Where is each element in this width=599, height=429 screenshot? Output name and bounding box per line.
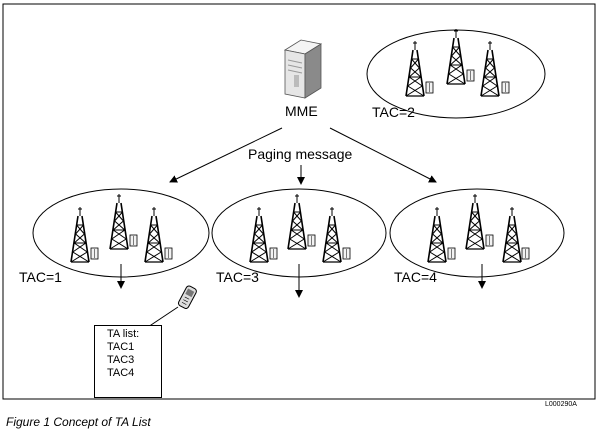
equipment-cabinet-icon: [269, 247, 278, 260]
tracking-area-tac2: [366, 28, 546, 119]
tac3-label: TAC=3: [216, 269, 259, 285]
figure-id: L000290A: [545, 401, 577, 408]
mobile-phone-icon: [177, 285, 197, 309]
tracking-area-tac4: [389, 188, 565, 289]
ta-list-item: TAC1: [107, 341, 135, 353]
equipment-cabinet-icon: [342, 247, 351, 260]
tac1-label: TAC=1: [19, 269, 62, 285]
equipment-cabinet-icon: [447, 247, 456, 260]
phone-to-ta-list-connector: [147, 306, 179, 328]
equipment-cabinet-icon: [466, 69, 475, 82]
equipment-cabinet-icon: [425, 81, 434, 94]
tac4-label: TAC=4: [394, 269, 437, 285]
figure-border: [2, 3, 596, 400]
equipment-cabinet-icon: [485, 234, 494, 247]
tac2-label: TAC=2: [372, 104, 415, 120]
equipment-cabinet-icon: [90, 247, 99, 260]
equipment-cabinet-icon: [307, 234, 316, 247]
equipment-cabinet-icon: [164, 247, 173, 260]
figure-caption: Figure 1 Concept of TA List: [6, 415, 151, 429]
ta-list-item: TAC4: [107, 367, 135, 379]
ta-list-box: TA list: TAC1 TAC3 TAC4: [94, 325, 162, 398]
equipment-cabinet-icon: [501, 81, 510, 94]
paging-message-label: Paging message: [248, 146, 353, 162]
tracking-area-tac3: [211, 188, 387, 298]
equipment-cabinet-icon: [521, 247, 530, 260]
ta-list-item: TAC3: [107, 354, 135, 366]
paging-arrows: [169, 127, 437, 185]
ta-list-title: TA list:: [107, 328, 140, 340]
tracking-area-tac1: [32, 188, 210, 289]
equipment-cabinet-icon: [129, 234, 138, 247]
mme-label: MME: [285, 103, 318, 119]
server-icon: [283, 39, 323, 99]
